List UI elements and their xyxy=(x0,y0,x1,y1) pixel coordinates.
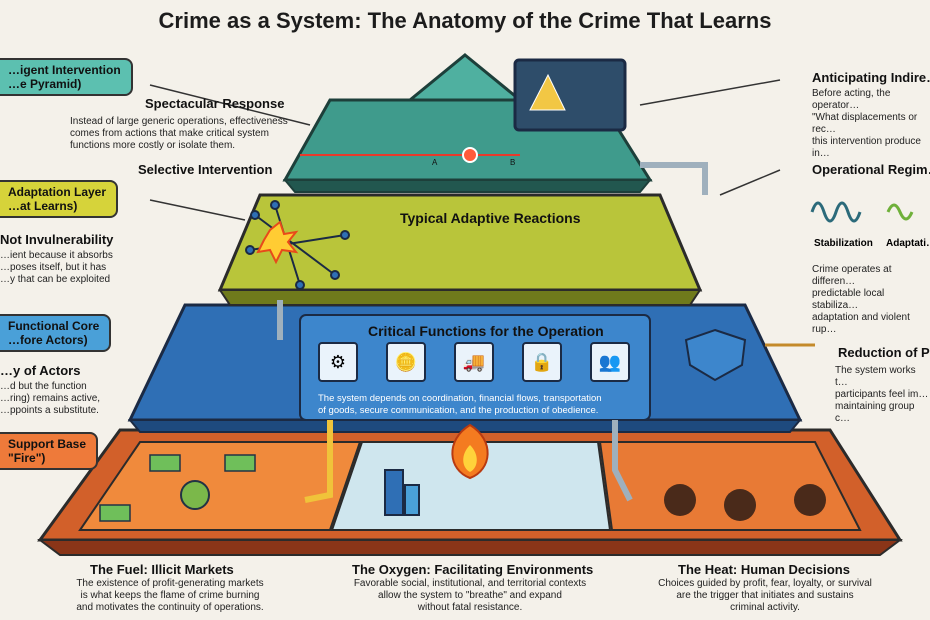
anticipating-text: Before acting, the operator…"What displa… xyxy=(812,88,921,159)
adaptive-reactions-title: Typical Adaptive Reactions xyxy=(400,210,581,226)
reduction-text: The system works t…participants feel im…… xyxy=(835,365,929,424)
head-icon-1 xyxy=(664,484,696,516)
reduction-title: Reduction of P… xyxy=(838,345,930,360)
head-icon-3 xyxy=(794,484,826,516)
anticipating-title: Anticipating Indire… xyxy=(812,70,930,85)
tab-label: Adaptation Layer xyxy=(8,185,107,199)
operational-regime-title: Operational Regim… xyxy=(812,162,930,177)
money-bag-icon xyxy=(180,480,210,510)
building-icon-2 xyxy=(404,484,420,516)
spectacular-response-title: Spectacular Response xyxy=(145,96,285,111)
adaptation-label: Adaptati… xyxy=(886,238,930,249)
fuel-title: The Fuel: Illicit Markets xyxy=(90,562,234,577)
actors-title: …y of Actors xyxy=(0,363,81,378)
heat-panel xyxy=(598,441,862,531)
connector-line xyxy=(719,169,781,196)
tab-label: …igent Intervention xyxy=(8,63,121,77)
marker-b: B xyxy=(510,158,516,167)
not-invulnerability-title: Not Invulnerability xyxy=(0,232,114,247)
tab-adaptation-layer: Adaptation Layer …at Learns) xyxy=(0,180,119,218)
gear-icon: ⚙ xyxy=(318,342,358,382)
head-icon-2 xyxy=(724,489,756,521)
money-icon-2 xyxy=(224,454,256,472)
tab-label: "Fire") xyxy=(8,451,46,465)
tab-support-base: Support Base "Fire") xyxy=(0,432,99,470)
tab-intelligent-intervention: …igent Intervention …e Pyramid) xyxy=(0,58,133,96)
money-icon-3 xyxy=(99,504,131,522)
page-title: Crime as a System: The Anatomy of the Cr… xyxy=(158,8,772,33)
tab-label: …at Learns) xyxy=(8,199,78,213)
oxygen-title: The Oxygen: Facilitating Environments xyxy=(352,562,594,577)
pipe-right xyxy=(640,162,708,195)
pipe-down-right xyxy=(612,420,633,502)
money-icon xyxy=(149,454,181,472)
fuel-text: The existence of profit-generating marke… xyxy=(76,578,264,613)
shield-icon xyxy=(684,328,747,382)
tab-functional-core: Functional Core …fore Actors) xyxy=(0,314,112,352)
tab-label: Support Base xyxy=(8,437,87,451)
critical-functions-text: The system depends on coordination, fina… xyxy=(318,393,602,416)
spectacular-response-text: Instead of large generic operations, eff… xyxy=(70,116,288,151)
stabilization-label: Stabilization xyxy=(814,238,873,249)
flame-inner xyxy=(463,445,477,472)
explosion-icon xyxy=(256,220,299,265)
selective-intervention-label: Selective Intervention xyxy=(138,162,273,177)
connector-line xyxy=(149,199,246,221)
support-base-edge xyxy=(37,539,903,556)
laser-target xyxy=(462,147,478,163)
monitor-pyramid xyxy=(529,73,566,111)
stabilization-wave xyxy=(810,201,862,223)
connector-line xyxy=(639,79,781,106)
coins-icon: 🪙 xyxy=(386,342,426,382)
heat-title: The Heat: Human Decisions xyxy=(678,562,850,577)
adaptation-layer-edge xyxy=(218,289,702,306)
intervention-layer-edge xyxy=(282,179,653,193)
actors-text: …d but the function…ring) remains active… xyxy=(0,381,101,416)
operational-regime-text: Crime operates at differen…predictable l… xyxy=(812,264,910,335)
building-icon xyxy=(384,469,404,516)
truck-icon: 🚚 xyxy=(454,342,494,382)
connector-line xyxy=(149,84,311,126)
oxygen-text: Favorable social, institutional, and ter… xyxy=(353,578,587,613)
tab-label: …e Pyramid) xyxy=(8,77,82,91)
critical-functions-title: Critical Functions for the Operation xyxy=(368,323,604,339)
pyramid-apex xyxy=(405,53,525,102)
hierarchy-icon: 👥 xyxy=(590,342,630,382)
lock-icon: 🔒 xyxy=(522,342,562,382)
heat-text: Choices guided by profit, fear, loyalty,… xyxy=(658,578,872,613)
adaptation-wave xyxy=(886,203,914,221)
monitor-screen xyxy=(513,58,627,132)
tab-label: …fore Actors) xyxy=(8,333,88,347)
tab-label: Functional Core xyxy=(8,319,100,333)
marker-a: A xyxy=(432,158,438,167)
pipe-down-left xyxy=(304,420,333,503)
not-invulnerability-text: …ient because it absorbs…poses itself, b… xyxy=(0,250,113,285)
